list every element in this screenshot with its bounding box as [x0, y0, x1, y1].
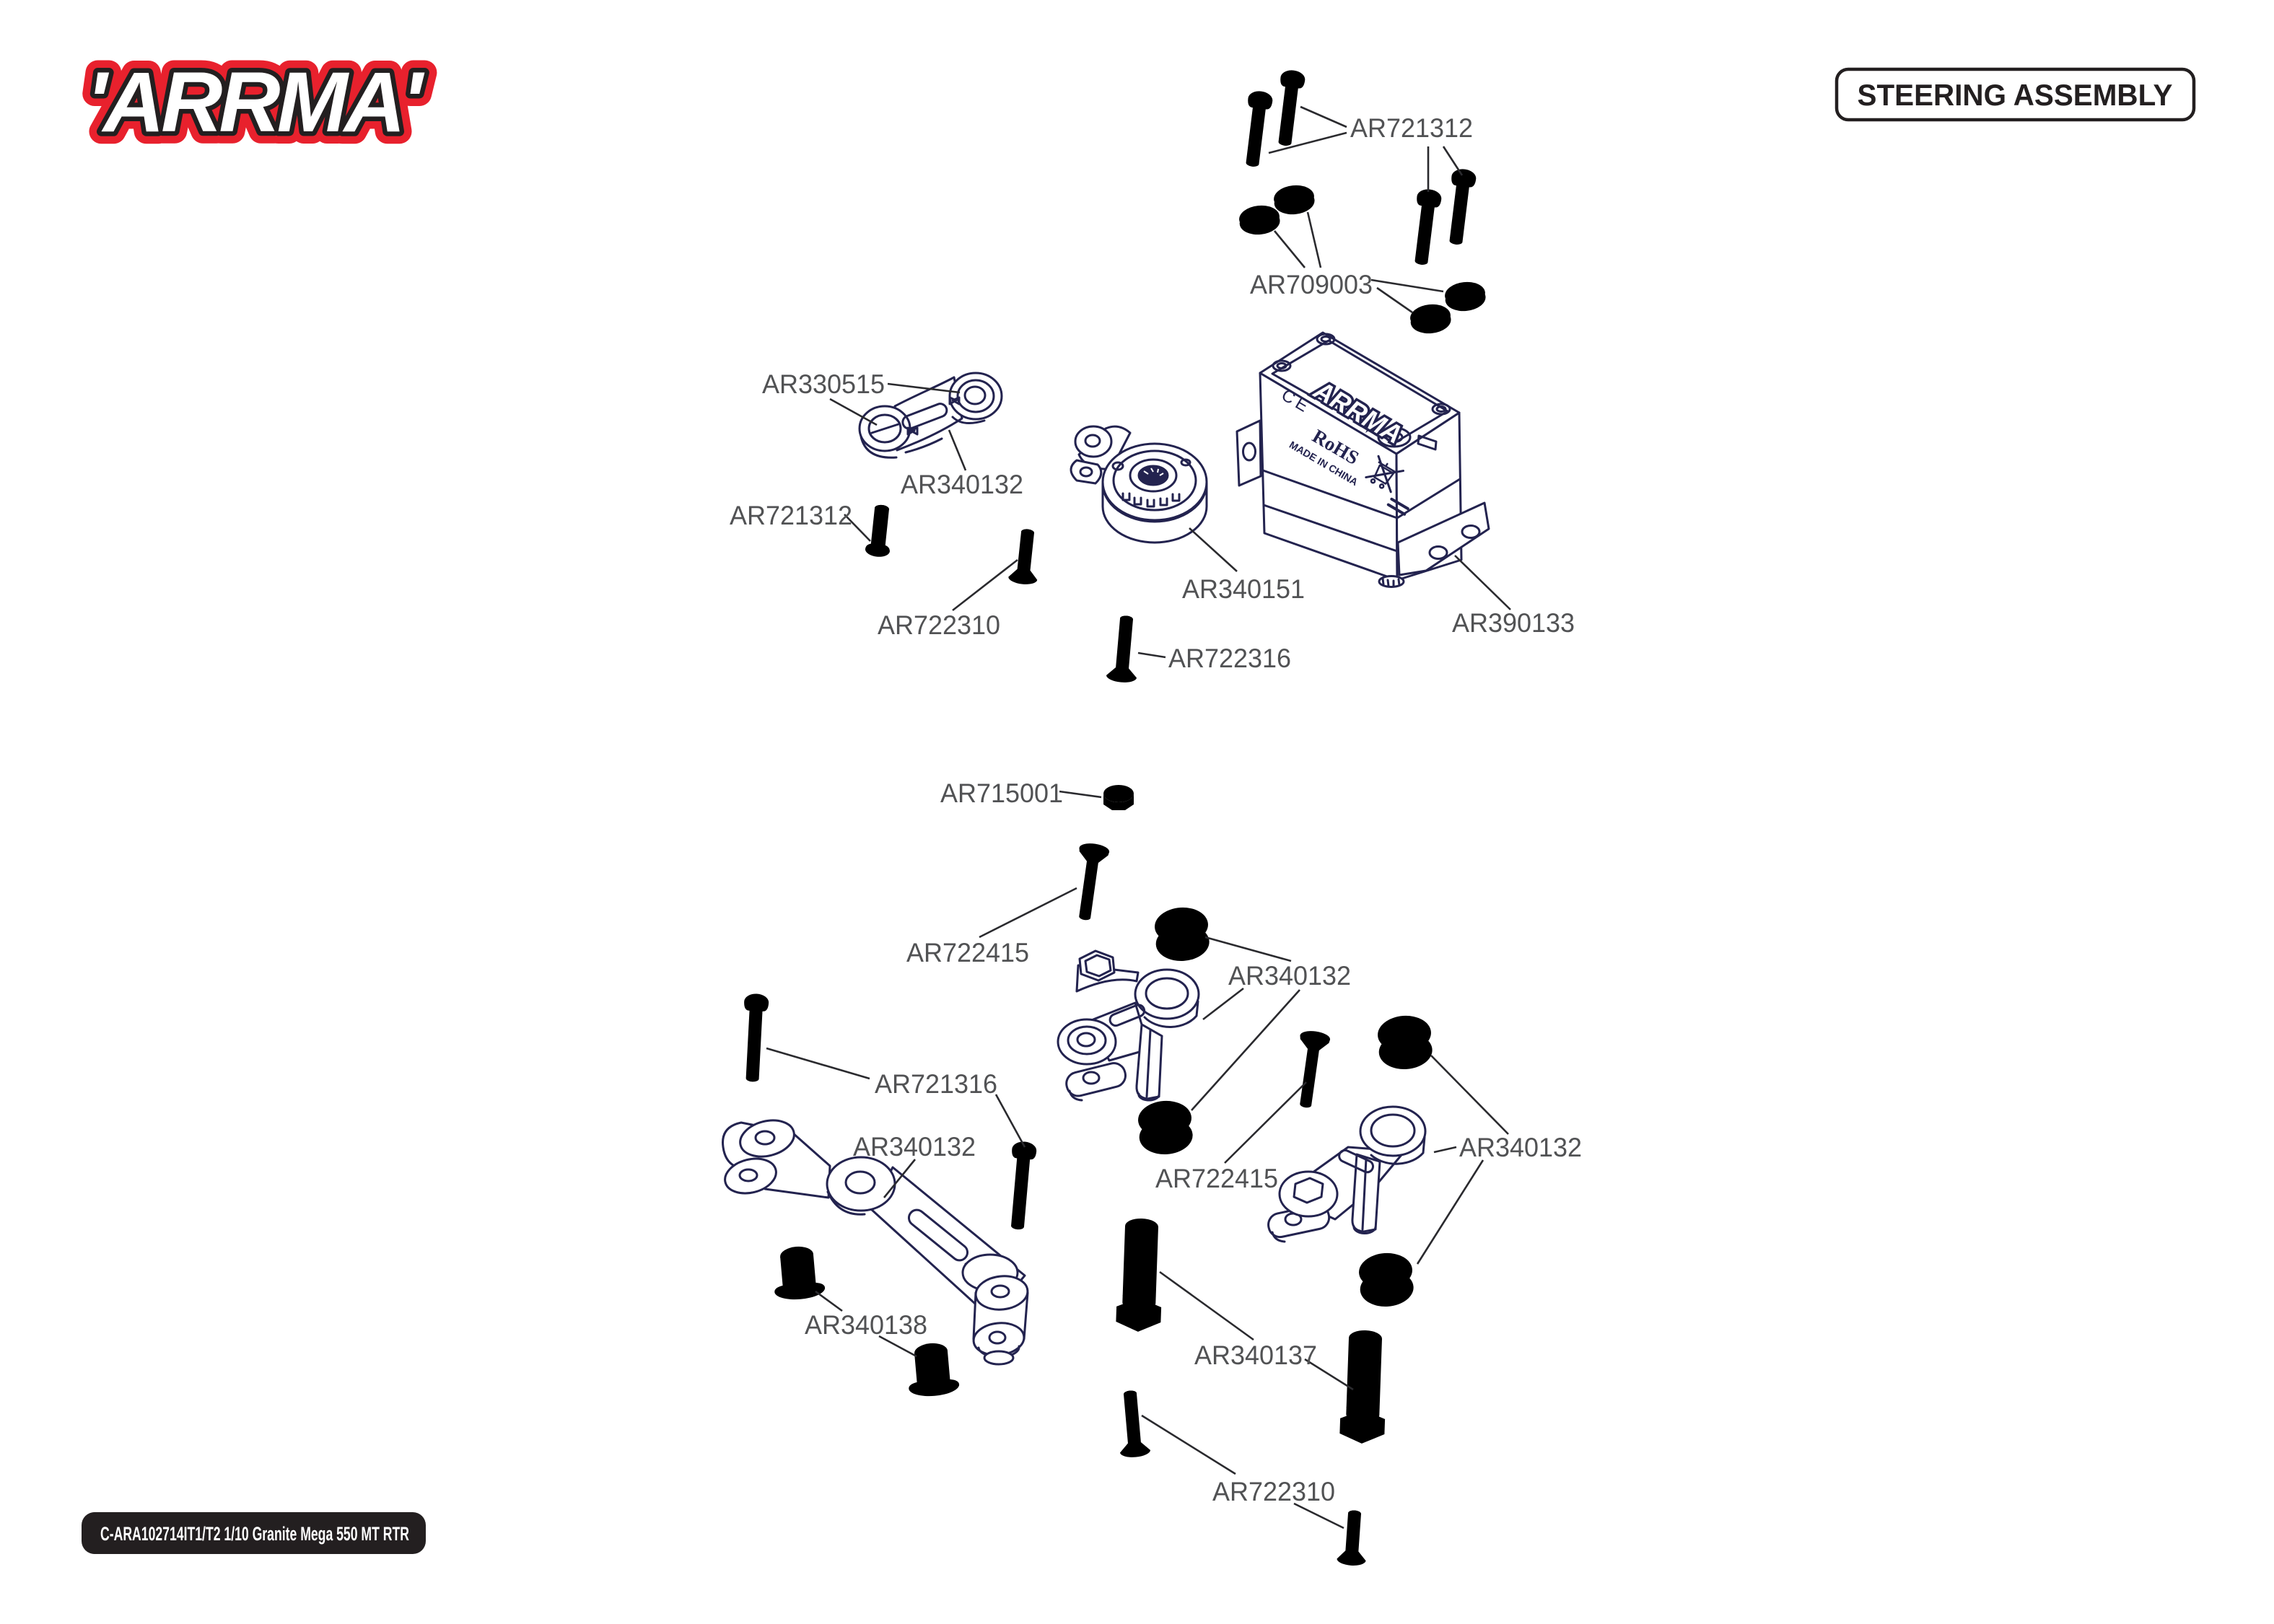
part-label-ar715001: AR715001: [940, 778, 1063, 808]
screw-countersunk-up-2: [1290, 1029, 1331, 1110]
leader-line-ar709003: [1376, 286, 1413, 314]
part-label-ar340151: AR340151: [1182, 574, 1305, 604]
leader-line-ar709003: [1273, 230, 1306, 268]
part-label-ar721316: AR721316: [875, 1069, 997, 1099]
leader-line-ar340132-right: [1416, 1159, 1484, 1265]
leader-line-ar721312-top: [1300, 105, 1347, 128]
steering-bellcrank-right: [1267, 1105, 1427, 1243]
part-label-ar340132-center: AR340132: [1228, 961, 1351, 991]
brand-logo-outline-black: 'ARRMA': [87, 55, 425, 150]
washer-3: [1443, 280, 1487, 313]
leader-line-ar340137: [1304, 1358, 1354, 1391]
screw-button-head-long-1: [740, 993, 769, 1083]
part-label-ar722415-upper: AR722415: [906, 938, 1029, 967]
part-label-ar722310-upper: AR722310: [878, 610, 1000, 640]
bearing-3: [1376, 1014, 1434, 1071]
leader-line-ar340138: [878, 1335, 917, 1358]
part-label-ar330515: AR330515: [762, 369, 885, 399]
screw-countersunk-down-4: [1337, 1509, 1370, 1567]
leader-line-ar340132-rack: [883, 1159, 917, 1198]
footer-kit-code: C-ARA102714IT1/T2 1/10 Granite Mega 550 …: [82, 1512, 426, 1554]
part-label-ar722316: AR722316: [1168, 644, 1291, 673]
leader-line-ar340132-right: [1430, 1055, 1509, 1135]
screw-button-head-4: [1443, 167, 1477, 246]
leader-line-ar390133: [1454, 555, 1511, 610]
leader-line-ar330515: [829, 398, 878, 426]
lock-nut-ar715001: [1103, 785, 1134, 810]
leader-line-ar715001: [1059, 790, 1102, 799]
washer-2: [1272, 183, 1316, 216]
brand-logo-outline-red: 'ARRMA': [87, 55, 425, 150]
brand-logo-text: 'ARRMA': [87, 55, 425, 150]
bearing-4: [1357, 1251, 1415, 1309]
part-label-ar340138: AR340138: [805, 1310, 927, 1340]
servo-saver-ar340151: [1070, 425, 1208, 544]
steering-bellcrank-left: [1057, 949, 1200, 1102]
leader-line-ar330515: [887, 382, 961, 394]
part-label-ar340132-rack: AR340132: [853, 1132, 976, 1162]
leader-line-ar722310-upper: [952, 558, 1018, 612]
screw-button-head-3: [1409, 188, 1443, 266]
leader-line-ar721312-top: [1442, 146, 1464, 176]
part-label-ar721312-side: AR721312: [730, 501, 852, 530]
leader-line-ar340132-right: [1433, 1146, 1457, 1154]
leader-line-ar721316: [766, 1047, 870, 1080]
leader-line-ar340151: [1189, 527, 1238, 572]
title-frame: [1834, 67, 2196, 122]
leader-line-ar722415-upper: [979, 887, 1077, 939]
part-labels-layer: AR721312AR709003AR330515AR340132AR721312…: [730, 113, 1582, 1506]
steering-post-1: [1115, 1217, 1165, 1333]
leader-line-ar721316: [994, 1094, 1026, 1148]
leader-line-ar340138: [815, 1290, 843, 1312]
leader-line-ar722310-lower: [1141, 1414, 1236, 1475]
leader-line-ar722316: [1137, 651, 1166, 659]
screw-button-head-long-2: [1005, 1141, 1038, 1231]
steering-servo-ar390133: ARRMA CE RoHS MADE IN CHINA: [1236, 331, 1490, 588]
screw-countersunk-down-3: [1114, 1389, 1151, 1459]
bearing-2: [1137, 1099, 1194, 1156]
leader-lines-layer: [766, 105, 1511, 1529]
leader-line-ar340132-center: [1204, 936, 1292, 962]
screw-button-head-small: [865, 504, 895, 558]
leader-line-ar340137: [1159, 1270, 1254, 1341]
part-label-ar340132-right: AR340132: [1459, 1133, 1582, 1162]
washer-4: [1409, 302, 1453, 335]
steering-rack-ar340132: [722, 1119, 1029, 1366]
servo-horn-ar330515: [858, 372, 1003, 459]
part-label-ar709003: AR709003: [1250, 270, 1373, 299]
screw-button-head-1: [1240, 89, 1274, 168]
part-label-ar722415-lower: AR722415: [1155, 1164, 1278, 1193]
leader-line-ar340132-center: [1191, 989, 1300, 1111]
diagram-title: STEERING ASSEMBLY: [1834, 67, 2196, 122]
part-label-ar340137: AR340137: [1194, 1340, 1317, 1370]
steering-post-2: [1339, 1329, 1389, 1444]
leader-line-ar340132-center: [1202, 987, 1244, 1021]
part-label-ar390133: AR390133: [1452, 608, 1575, 638]
screw-countersunk-down-2: [1106, 614, 1142, 684]
bushing-2: [905, 1340, 961, 1398]
footer-badge: [82, 1512, 426, 1554]
bearing-1: [1153, 905, 1211, 963]
leader-line-ar721312-top: [1268, 131, 1347, 154]
part-label-ar340132-servo-horn: AR340132: [901, 470, 1023, 499]
page-title: STEERING ASSEMBLY: [1858, 78, 2173, 112]
leader-line-ar709003: [1370, 278, 1444, 293]
kit-code-text: C-ARA102714IT1/T2 1/10 Granite Mega 550 …: [100, 1523, 409, 1545]
part-label-ar722310-lower: AR722310: [1212, 1477, 1335, 1506]
leader-line-ar722415-lower: [1224, 1081, 1307, 1164]
leader-line-ar721312-side: [844, 514, 871, 542]
leader-line-ar340132-servo-horn: [948, 429, 967, 471]
leader-line-ar722310-lower: [1293, 1502, 1344, 1529]
screw-button-head-2: [1272, 69, 1306, 147]
brand-logo: 'ARRMA' 'ARRMA' 'ARRMA': [74, 43, 441, 162]
part-label-ar721312-top: AR721312: [1350, 113, 1473, 143]
leader-line-ar709003: [1306, 211, 1322, 268]
screw-countersunk-down-1: [1007, 527, 1043, 586]
screw-countersunk-up-1: [1069, 841, 1111, 922]
weee-bin-icon: [1365, 455, 1404, 493]
